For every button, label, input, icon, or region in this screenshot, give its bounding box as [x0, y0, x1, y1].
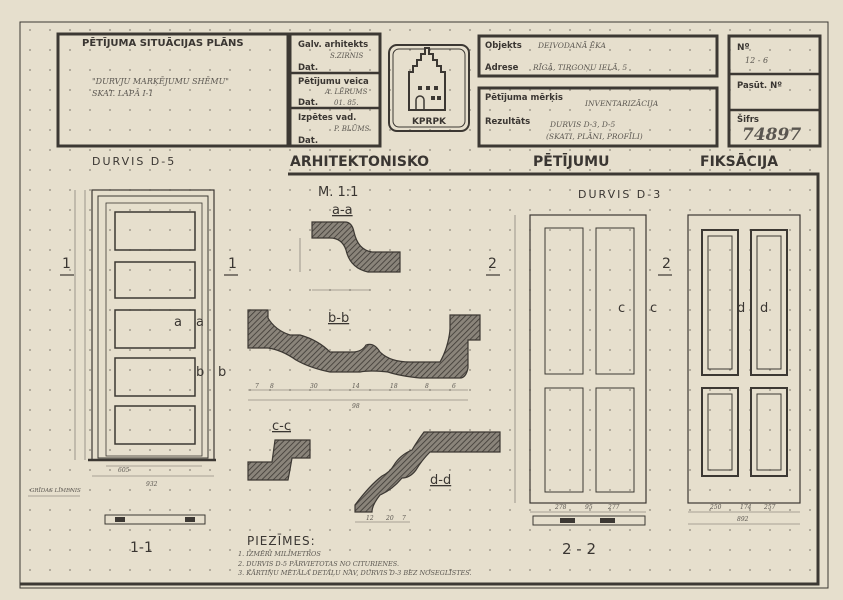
chief-architect-label: Galv. arhitekts: [298, 40, 368, 50]
dim-label: 174: [740, 504, 752, 511]
dim-label: 12: [366, 515, 374, 522]
section-2-2-label: 2 - 2: [562, 540, 596, 558]
date-value: 01. 85.: [334, 99, 359, 107]
section-mark-c: c: [618, 301, 625, 316]
dim-label: 95: [585, 504, 593, 511]
svg-text:30: 30: [310, 383, 318, 390]
section-bb-label: b-b: [328, 311, 349, 326]
dim-label: 892: [737, 516, 749, 523]
results-line1: DURVIS D-3, D-5: [549, 120, 616, 129]
section-mark-1-left: 1: [62, 256, 71, 272]
object-box: Objekts DEIVODANĀ ĒKA Adrese RĪGĀ, TIRGO…: [477, 34, 719, 78]
section-cc-label: c-c: [272, 419, 291, 434]
order-label: Pasūt. Nº: [737, 81, 782, 91]
object-value: DEIVODANĀ ĒKA: [537, 41, 606, 50]
floor-level-label: GRĪDAS LĪMENIS: [30, 487, 81, 494]
kprpk-logo: KPRPK: [388, 44, 470, 132]
door-d5-title: DURVIS D-5: [92, 155, 176, 168]
situation-note-line1: "DURVJU MARĶĒJUMU SHĒMU": [92, 77, 229, 86]
goal-box: Pētījuma mērķis INVENTARIZĀCIJA Rezultāt…: [477, 86, 719, 148]
door-d3-title: DURVIS D-3: [578, 188, 662, 201]
address-value: RĪGĀ, TIRGOŅU IELĀ, 5: [532, 63, 627, 72]
svg-text:6: 6: [452, 383, 456, 390]
section-mark-a: a: [174, 315, 182, 330]
code-value: 74897: [742, 125, 801, 145]
scale-label: M. 1:1: [318, 185, 358, 200]
section-mark-2-right: 2: [662, 256, 671, 272]
section-mark-b: b: [218, 365, 226, 380]
signatures-box: Galv. arhitekts S.ZIRNIS Dat. Pētījumu v…: [288, 32, 382, 148]
section-aa-label: a-a: [332, 203, 353, 218]
executor-value: P. BLŪMS: [333, 124, 370, 133]
heading-word-1: ARHITEKTONISKO: [290, 154, 429, 170]
dim-label: 250: [709, 504, 722, 511]
section-mark-2-left: 2: [488, 256, 497, 272]
dot-grid: [20, 22, 828, 588]
svg-text:18: 18: [390, 383, 398, 390]
svg-text:7: 7: [255, 383, 259, 390]
door-d5-elevation: 605 932: [74, 189, 216, 488]
date-label: Dat.: [298, 136, 318, 146]
gabled-house-icon: [408, 47, 446, 111]
dim-label: 257: [763, 504, 776, 511]
section-mark-b: b: [196, 365, 204, 380]
results-line2: (SKATI, PLĀNI, PROFĪLI): [546, 132, 643, 141]
research-by-value: A. LĒRUMS: [324, 87, 368, 96]
section-mark-1-right: 1: [228, 256, 237, 272]
dim-label: 7: [402, 515, 406, 522]
door-d3-view-c: 278 95 277: [514, 214, 647, 513]
code-label: Šifrs: [737, 113, 759, 125]
date-label: Dat.: [298, 63, 318, 73]
section-dd-label: d-d: [430, 473, 451, 488]
note-item: 2. DURVIS D-5 PĀRVIETOTAS NO CITURIENES.: [237, 559, 399, 568]
section-1-1: 1-1: [104, 514, 206, 556]
situation-plan-box: PĒTĪJUMA SITUĀCIJAS PLĀNS "DURVJU MARĶĒJ…: [56, 32, 290, 148]
date-label: Dat.: [298, 98, 318, 108]
dim-label: 20: [385, 515, 394, 522]
profile-bb: [247, 309, 481, 379]
results-label: Rezultāts: [485, 117, 530, 127]
address-label: Adrese: [485, 63, 519, 73]
number-value: 12 - 6: [745, 56, 768, 65]
svg-text:8: 8: [270, 383, 274, 390]
svg-text:8: 8: [425, 383, 429, 390]
profile-cc: [247, 439, 311, 481]
dim-label: 605: [118, 467, 130, 474]
chief-architect-value: S.ZIRNIS: [330, 52, 364, 60]
section-mark-c: c: [650, 301, 657, 316]
number-box: Nº 12 - 6 Pasūt. Nº Šifrs 74897: [727, 34, 822, 148]
dim-label: 278: [554, 504, 567, 511]
svg-text:14: 14: [352, 383, 360, 390]
goal-label: Pētījuma mērķis: [485, 93, 563, 103]
logo-text: KPRPK: [412, 117, 447, 127]
profile-dd: [354, 431, 501, 513]
situation-note-line2: SKAT. LAPĀ I-1: [92, 89, 153, 98]
sheet-border: [19, 21, 829, 589]
note-item: 3. KĀRTIŅU METĀLA DETAĻU NAV, DURVIS D-3…: [238, 568, 472, 577]
section-1-1-label: 1-1: [130, 540, 153, 556]
number-label: Nº: [737, 43, 750, 53]
heading-word-3: FIKSĀCIJA: [700, 152, 778, 170]
dim-label: 277: [607, 504, 620, 511]
section-mark-d: d: [760, 301, 768, 316]
notes-title: PIEZĪMES:: [247, 534, 316, 548]
section-2-2: 2 - 2: [532, 515, 646, 558]
notes: PIEZĪMES: 1. IZMĒRI MILIMETROS 2. DURVIS…: [237, 534, 472, 577]
door-d3-view-d: 250 174 257 892: [687, 214, 801, 525]
goal-value: INVENTARIZĀCIJA: [584, 99, 659, 108]
executor-label: Izpētes vad.: [298, 113, 356, 123]
section-mark-a: a: [196, 315, 204, 330]
research-by-label: Pētījumu veica: [298, 77, 369, 87]
profile-aa: [311, 221, 401, 273]
svg-text:98: 98: [352, 403, 360, 410]
dim-label: 932: [146, 481, 158, 488]
object-label: Objekts: [485, 41, 522, 51]
main-frame: [20, 172, 820, 586]
note-item: 1. IZMĒRI MILIMETROS: [238, 549, 321, 558]
section-mark-d: d: [737, 301, 745, 316]
bb-dimensions: 7 8 30 14 18 8 6 98: [255, 383, 456, 410]
situation-plan-title: PĒTĪJUMA SITUĀCIJAS PLĀNS: [82, 36, 244, 49]
heading-word-2: PĒTĪJUMU: [533, 152, 609, 170]
